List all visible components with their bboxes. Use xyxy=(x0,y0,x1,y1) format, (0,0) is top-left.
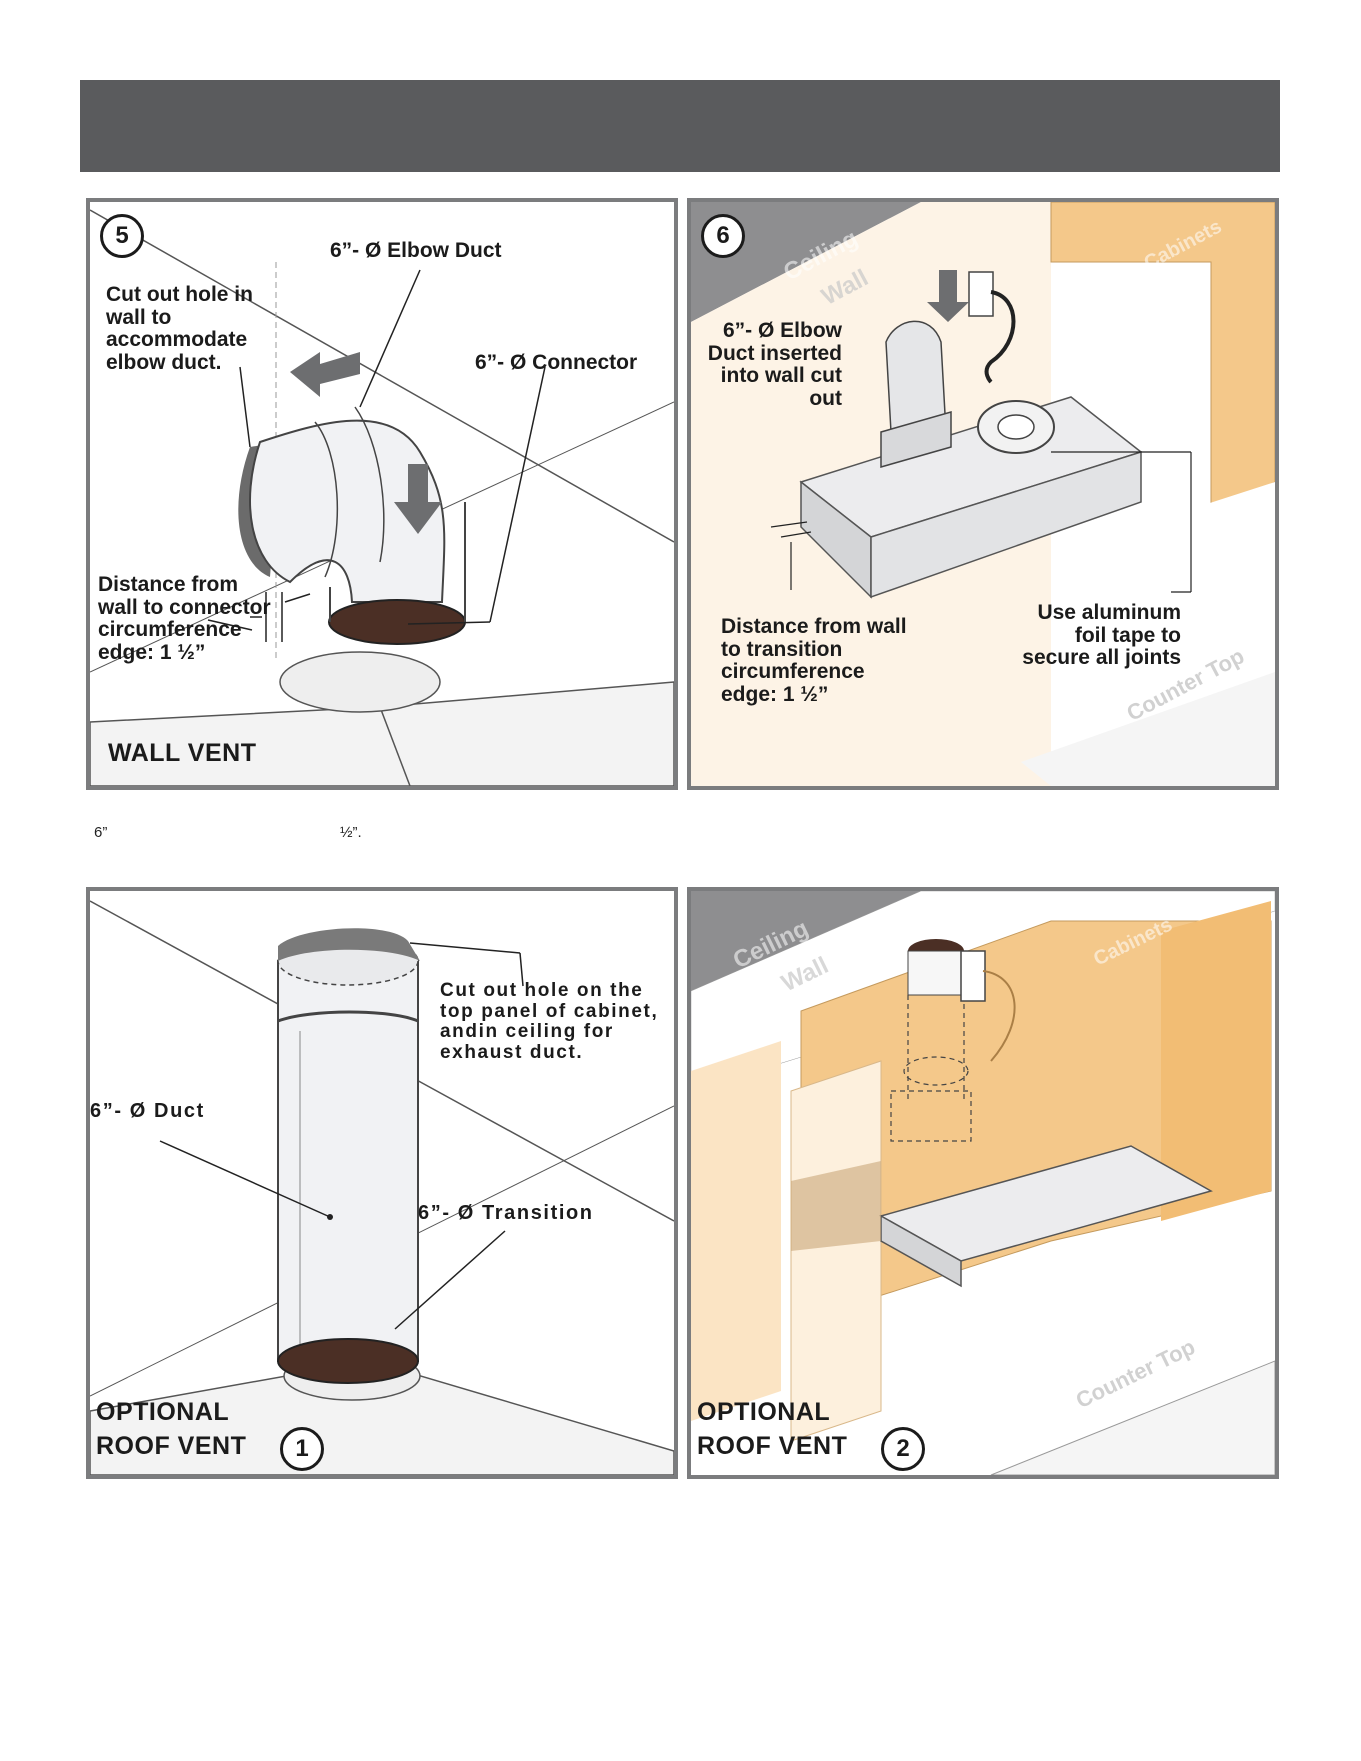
panel-step-6: 6 Ceiling Wall Cabinets 6”- Ø Elbow Duct… xyxy=(687,198,1279,790)
panel-wall-vent: 5 6”- Ø Elbow Duct Cut out hole in wall … xyxy=(86,198,678,790)
duct-label: 6”- Ø Duct xyxy=(90,1100,205,1122)
transition-label: 6”- Ø Transition xyxy=(418,1202,594,1224)
section-header-bar xyxy=(80,80,1280,172)
roof-vent-badge: 1 xyxy=(280,1427,324,1471)
panel-title-line2: ROOF VENT xyxy=(96,1432,247,1460)
panel-roof-vent-1: Cut out hole on the top panel of cabinet… xyxy=(86,887,678,1479)
step-badge: 6 xyxy=(701,214,745,258)
panel-title-line1: OPTIONAL xyxy=(697,1398,831,1426)
roof-vent-badge: 2 xyxy=(881,1427,925,1471)
panel-title-line2: ROOF VENT xyxy=(697,1432,848,1460)
distance-label: Distance from wall to transition circumf… xyxy=(721,615,907,707)
panel-roof-vent-2: Ceiling Wall Cabinets Counter Top OPTION… xyxy=(687,887,1279,1479)
foil-tape-label: Use aluminum foil tape to secure all joi… xyxy=(1022,601,1181,670)
cut-hole-label: Cut out hole on the top panel of cabinet… xyxy=(440,980,659,1063)
distance-label: Distance from wall to connector circumfe… xyxy=(98,573,271,665)
panel-title-line1: OPTIONAL xyxy=(96,1398,230,1426)
elbow-inserted-label: 6”- Ø Elbow Duct inserted into wall cut … xyxy=(707,319,842,411)
panel-title: WALL VENT xyxy=(108,739,257,767)
wall-vent-illustration xyxy=(90,209,674,786)
cut-hole-label: Cut out hole in wall to accommodate elbo… xyxy=(106,283,253,375)
hood-install-illustration xyxy=(691,202,1275,786)
caption-left: 6” xyxy=(94,824,108,841)
roof-vent-1-illustration xyxy=(90,900,674,1475)
connector-label: 6”- Ø Connector xyxy=(475,351,638,374)
step-badge: 5 xyxy=(100,214,144,258)
roof-vent-2-illustration xyxy=(691,891,1275,1475)
elbow-duct-label: 6”- Ø Elbow Duct xyxy=(330,239,502,262)
caption-right: ½”. xyxy=(340,824,362,841)
